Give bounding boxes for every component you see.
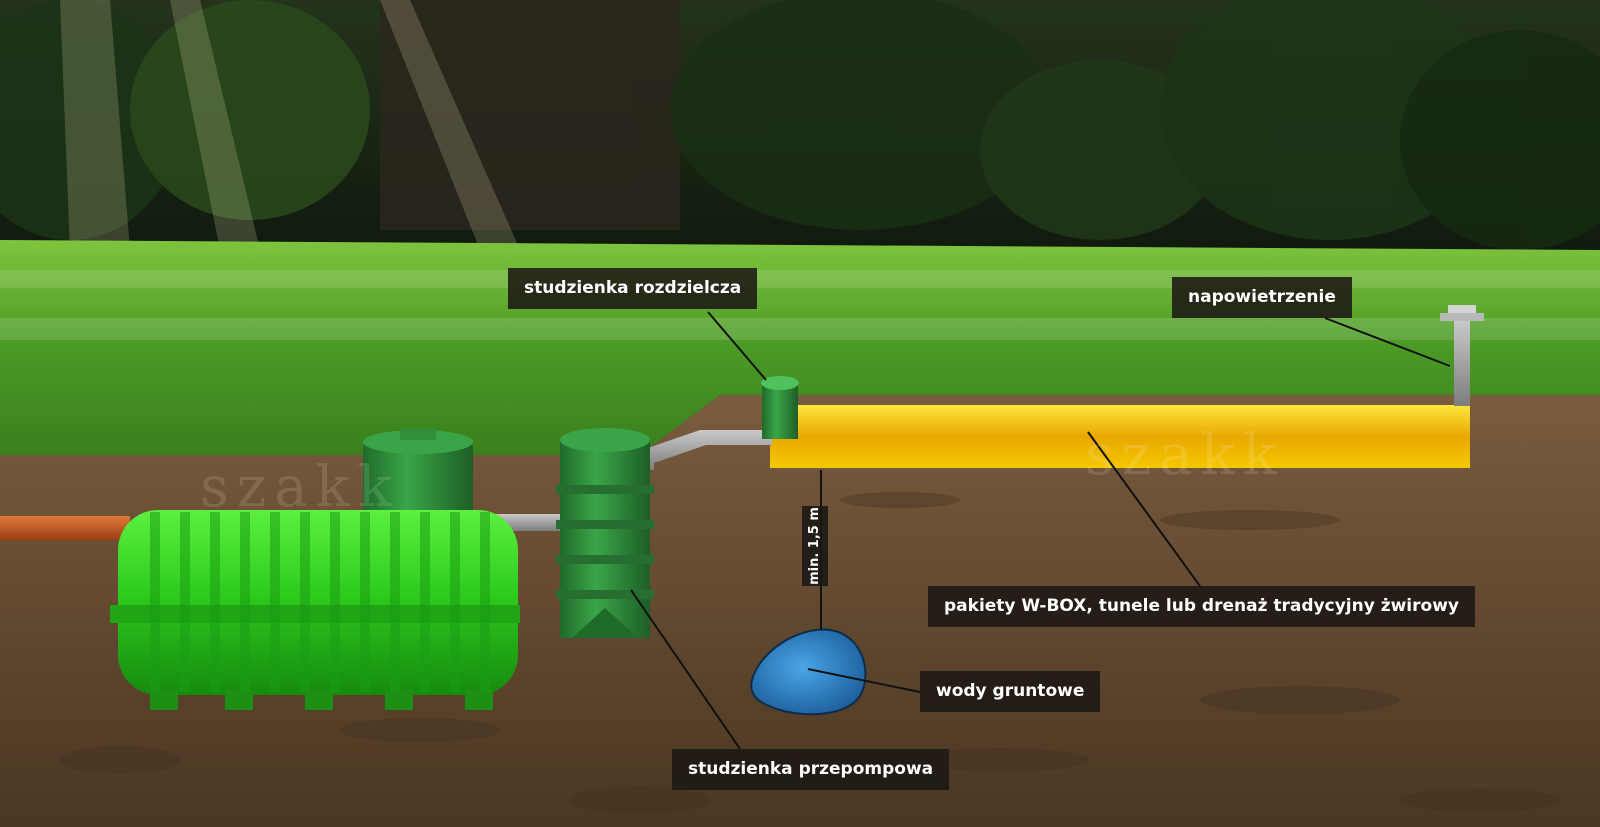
groundwater — [750, 628, 867, 716]
aeration-vent — [1440, 305, 1484, 406]
pipe-pump-to-distribution — [642, 430, 772, 470]
tank-rib — [390, 512, 400, 692]
label-min-depth: min. 1,5 m — [802, 506, 828, 586]
label-aeration: napowietrzenie — [1172, 277, 1352, 318]
leader-lines — [630, 311, 1451, 750]
tank-rib — [150, 512, 160, 692]
distribution-well — [761, 376, 799, 439]
label-infiltration: pakiety W-BOX, tunele lub drenaż tradycy… — [928, 586, 1475, 627]
infiltration-bed — [770, 405, 1470, 468]
tank-rib — [420, 512, 430, 692]
watermark: szakk — [200, 455, 400, 520]
tank-rib — [240, 512, 250, 692]
tank-rib — [480, 512, 490, 692]
watermark: szakk — [1085, 423, 1285, 488]
tank-rib — [300, 512, 310, 692]
tank-rib — [360, 512, 370, 692]
tank-rib — [450, 512, 460, 692]
tank-rib — [210, 512, 220, 692]
tank-rib — [330, 512, 340, 692]
tank-rib — [270, 512, 280, 692]
soil-texture — [60, 492, 1560, 814]
foliage — [0, 0, 1600, 250]
tank-rib — [180, 512, 190, 692]
sun-rays — [60, 0, 520, 250]
pump-well — [556, 428, 654, 638]
inlet-pipe — [0, 516, 130, 540]
label-pump-well: studzienka przepompowa — [672, 749, 950, 790]
pipe-tank-to-pump — [495, 514, 565, 531]
tank-ribs — [150, 512, 490, 692]
label-distribution-well: studzienka rozdzielcza — [508, 268, 758, 309]
label-groundwater: wody gruntowe — [920, 671, 1101, 712]
